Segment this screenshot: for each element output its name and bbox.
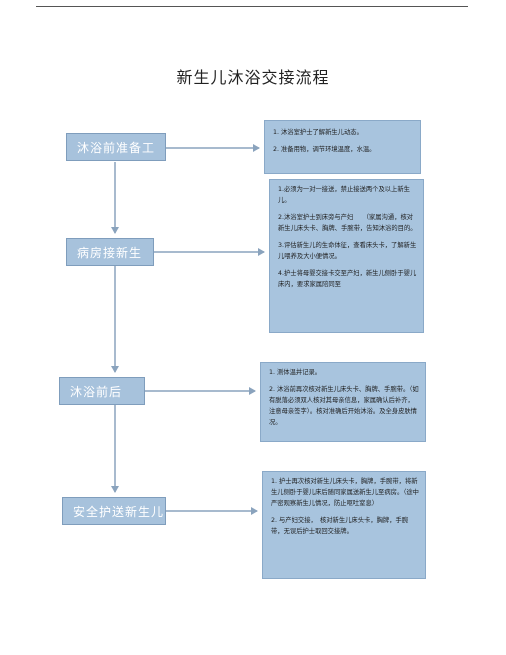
- detail-item: 2.沐浴室护士到床旁与产妇 （家属沟通，核对新生儿床头卡、胸牌、手腕带，告知沐浴…: [278, 214, 417, 232]
- stage-bath: 沐浴前后: [59, 377, 145, 405]
- detail-item: 1.必须为一对一接送，禁止接送两个及以上新生儿。: [278, 186, 410, 204]
- header-rule: [36, 6, 468, 7]
- detail-item: 1. 护士再次核对新生儿床头卡，胸牌，手腕带，将新生儿侧卧于婴儿床后随同家属送新…: [271, 478, 419, 507]
- detail-item: 2. 准备用物，调节环境温度，水温。: [273, 146, 376, 153]
- detail-item: 2. 沐浴前再次核对新生儿床头卡、胸牌、手腕带。（如有脱落必须双人核对其母亲信息…: [269, 386, 419, 426]
- detail-item: 4.护士将母婴交接卡交至产妇，新生儿侧卧于婴儿床内，要求家属陪同至: [278, 270, 417, 288]
- stage-pickup: 病房接新生儿: [66, 238, 154, 288]
- details-return: 1. 护士再次核对新生儿床头卡，胸牌，手腕带，将新生儿侧卧于婴儿床后随同家属送新…: [262, 471, 426, 579]
- detail-item: 1. 沐浴室护士了解新生儿动态。: [273, 129, 363, 136]
- stage-prep: 沐浴前准备工作: [66, 133, 166, 183]
- detail-item: 3.评估新生儿的生命体征，查看床头卡，了解新生儿喂养及大小便情况。: [278, 242, 417, 260]
- detail-item: 2. 与产妇交接， 核对新生儿床头卡，胸牌，手腕带，无误后护士取回交接牌。: [271, 517, 409, 535]
- detail-item: 1. 测体温并记录。: [269, 369, 322, 376]
- details-pickup: 1.必须为一对一接送，禁止接送两个及以上新生儿。 2.沐浴室护士到床旁与产妇 （…: [269, 179, 424, 333]
- details-bath: 1. 测体温并记录。 2. 沐浴前再次核对新生儿床头卡、胸牌、手腕带。（如有脱落…: [260, 362, 426, 442]
- page-title: 新生儿沐浴交接流程: [176, 68, 330, 87]
- stage-return: 安全护送新生儿: [62, 497, 166, 525]
- details-prep: 1. 沐浴室护士了解新生儿动态。 2. 准备用物，调节环境温度，水温。: [264, 120, 421, 174]
